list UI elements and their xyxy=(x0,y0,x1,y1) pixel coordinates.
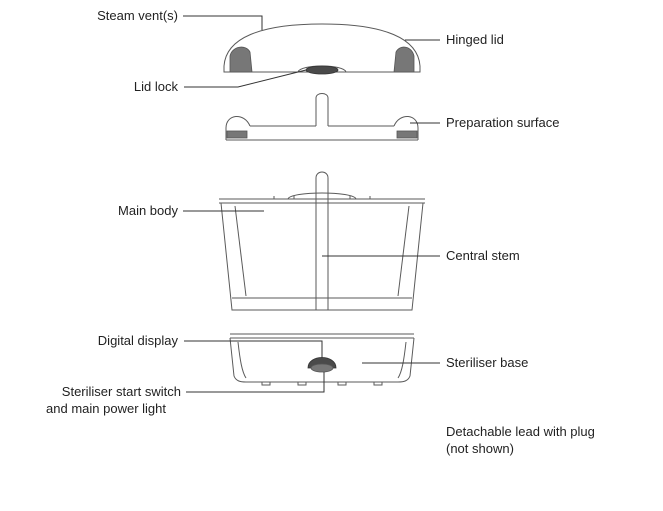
labels: Steam vent(s) Hinged lid Lid lock Prepar… xyxy=(46,8,595,456)
label-start-switch-line2: and main power light xyxy=(46,401,166,416)
label-steam-vents: Steam vent(s) xyxy=(97,8,178,23)
label-central-stem: Central stem xyxy=(446,248,520,263)
prep-right-foot xyxy=(396,130,418,139)
main-body xyxy=(219,171,425,311)
hinged-lid xyxy=(223,23,421,75)
preparation-surface xyxy=(225,93,419,141)
label-hinged-lid: Hinged lid xyxy=(446,32,504,47)
label-steriliser-base: Steriliser base xyxy=(446,355,528,370)
lid-right-hinge xyxy=(393,46,415,73)
start-switch xyxy=(310,363,334,373)
prep-left-foot xyxy=(226,130,248,139)
label-main-body: Main body xyxy=(118,203,178,218)
leader-steam-vents xyxy=(183,15,263,30)
label-lead-line1: Detachable lead with plug xyxy=(446,424,595,439)
label-start-switch-line1: Steriliser start switch xyxy=(62,384,181,399)
label-digital-display: Digital display xyxy=(98,333,179,348)
label-lead-line2: (not shown) xyxy=(446,441,514,456)
steriliser-base xyxy=(229,333,415,386)
leader-start-switch xyxy=(186,372,325,393)
leader-lid-lock xyxy=(184,69,307,88)
lid-lock-button xyxy=(305,65,339,75)
label-preparation-surface: Preparation surface xyxy=(446,115,559,130)
leader-digital-display xyxy=(184,340,323,358)
lid-left-hinge xyxy=(229,46,253,73)
leader-lines xyxy=(183,15,440,393)
label-lid-lock: Lid lock xyxy=(134,79,179,94)
